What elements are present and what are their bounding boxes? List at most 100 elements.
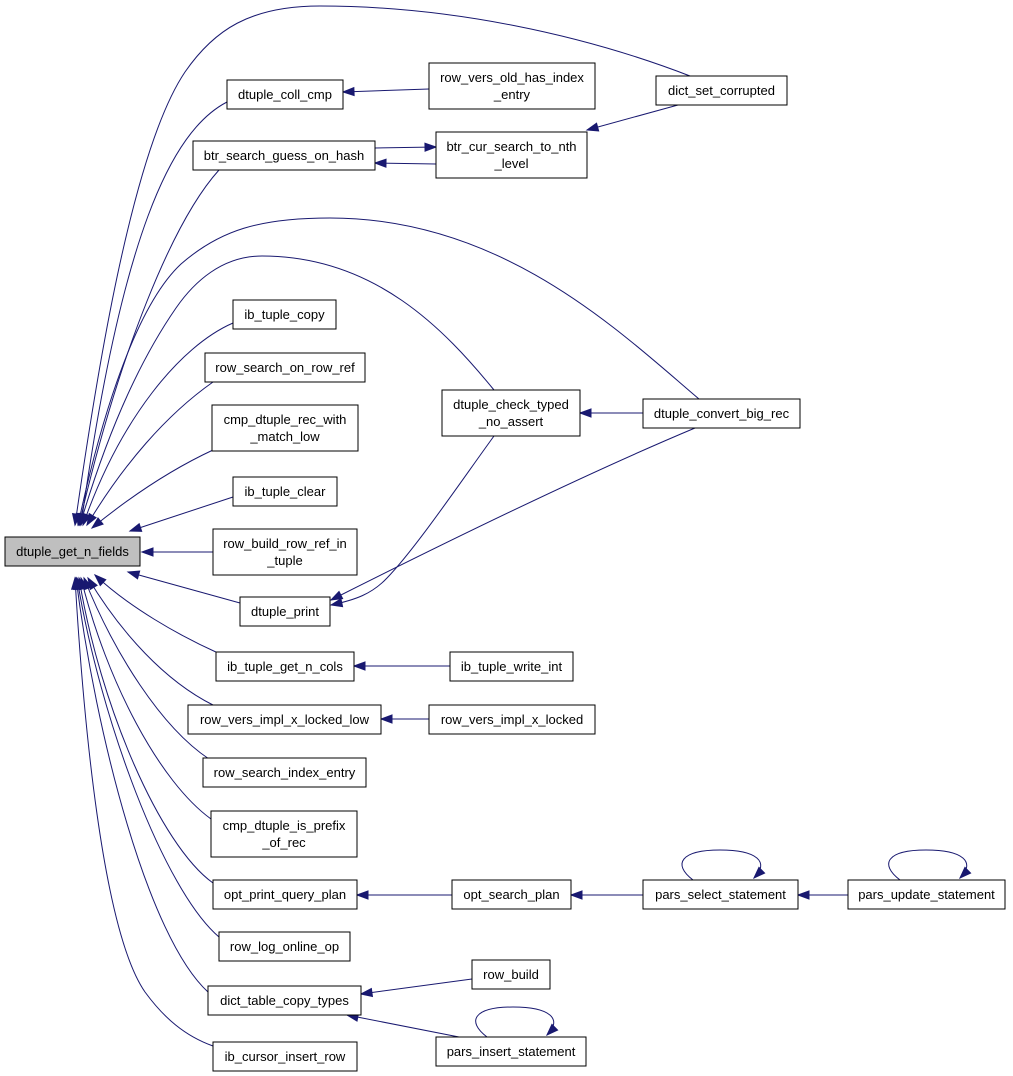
node-box[interactable] [210,810,358,858]
node-label: row_vers_impl_x_locked [441,712,583,727]
node-dtuple_convert_big_rec[interactable]: dtuple_convert_big_rec [642,398,801,429]
node-box[interactable] [449,651,574,682]
node-ib_cursor_insert_row[interactable]: ib_cursor_insert_row [212,1041,358,1072]
node-ib_tuple_get_n_cols[interactable]: ib_tuple_get_n_cols [215,651,355,682]
node-box[interactable] [451,879,572,910]
node-box[interactable] [428,704,596,735]
node-label: btr_search_guess_on_hash [204,148,364,163]
node-box[interactable] [212,1041,358,1072]
node-label: pars_update_statement [858,887,995,902]
arrow-head-icon [752,866,766,880]
edge-pars_update_statement-to-pars_select_statement [796,890,848,900]
node-row_build_row_ref_in_tuple[interactable]: row_build_row_ref_in_tuple [212,528,358,576]
node-box[interactable] [211,404,359,452]
node-dtuple_check_typed_no_assert[interactable]: dtuple_check_typed_no_assert [441,389,581,437]
node-row_vers_impl_x_locked_low[interactable]: row_vers_impl_x_locked_low [187,704,382,735]
node-dict_set_corrupted[interactable]: dict_set_corrupted [655,75,788,106]
edge-dtuple_check_typed_no_assert-to-dtuple_print [329,435,495,608]
node-row_vers_impl_x_locked[interactable]: row_vers_impl_x_locked [428,704,596,735]
node-box[interactable] [212,879,358,910]
node-pars_update_statement[interactable]: pars_update_statement [847,879,1006,910]
edge-dict_set_corrupted-to-btr_cur_search_to_nth_level [585,104,679,132]
node-box[interactable] [642,879,799,910]
node-box[interactable] [655,75,788,106]
node-label: _entry [493,87,531,102]
node-label: ib_tuple_get_n_cols [227,659,343,674]
node-box[interactable] [215,651,355,682]
node-box[interactable] [232,299,337,330]
node-box[interactable] [441,389,581,437]
edge-row_build-to-dict_table_copy_types [359,978,473,998]
node-box[interactable] [4,536,141,567]
arrow-head-icon [140,547,154,557]
node-box[interactable] [435,1036,587,1067]
node-box[interactable] [207,985,362,1016]
node-box[interactable] [192,140,376,171]
node-label: _tuple [266,553,302,568]
node-box[interactable] [428,62,596,110]
node-pars_insert_statement[interactable]: pars_insert_statement [435,1036,587,1067]
edge-pars_insert_statement-to-pars_insert_statement [475,1006,559,1038]
node-label: dtuple_coll_cmp [238,87,332,102]
node-cmp_dtuple_is_prefix_of_rec[interactable]: cmp_dtuple_is_prefix_of_rec [210,810,358,858]
node-row_log_online_op[interactable]: row_log_online_op [218,931,351,962]
edge-row_vers_impl_x_locked-to-row_vers_impl_x_locked_low [379,714,429,724]
edge-line [330,427,696,601]
edge-line [82,322,234,526]
node-label: _level [494,156,529,171]
node-box[interactable] [642,398,801,429]
node-label: _of_rec [261,835,306,850]
node-row_search_index_entry[interactable]: row_search_index_entry [202,757,367,788]
node-ib_tuple_copy[interactable]: ib_tuple_copy [232,299,337,330]
node-box[interactable] [187,704,382,735]
edge-line [94,574,219,654]
node-label: row_log_online_op [230,939,339,954]
node-row_vers_old_has_index_entry[interactable]: row_vers_old_has_index_entry [428,62,596,110]
node-dtuple_coll_cmp[interactable]: dtuple_coll_cmp [226,79,344,110]
node-row_build[interactable]: row_build [471,959,551,990]
edge-line [330,435,495,606]
node-label: pars_insert_statement [447,1044,576,1059]
edge-line [129,496,234,532]
node-box[interactable] [226,79,344,110]
node-btr_cur_search_to_nth_level[interactable]: btr_cur_search_to_nth_level [435,131,588,179]
node-box[interactable] [471,959,551,990]
node-box[interactable] [435,131,588,179]
node-dict_table_copy_types[interactable]: dict_table_copy_types [207,985,362,1016]
node-box[interactable] [204,352,366,383]
arrow-head-icon [93,573,107,587]
arrow-head-icon [796,890,810,900]
node-opt_print_query_plan[interactable]: opt_print_query_plan [212,879,358,910]
node-label: cmp_dtuple_rec_with [224,412,347,427]
node-row_search_on_row_ref[interactable]: row_search_on_row_ref [204,352,366,383]
node-box[interactable] [239,596,331,627]
node-cmp_dtuple_rec_with_match_low[interactable]: cmp_dtuple_rec_with_match_low [211,404,359,452]
edge-row_build_row_ref_in_tuple-to-dtuple_get_n_fields [140,547,213,557]
node-box[interactable] [218,931,351,962]
edge-line [74,5,691,526]
node-label: _no_assert [478,414,544,429]
edge-line [75,577,209,993]
edge-line [78,169,220,526]
node-box[interactable] [212,528,358,576]
edge-line [87,577,214,706]
node-box[interactable] [202,757,367,788]
node-pars_select_statement[interactable]: pars_select_statement [642,879,799,910]
node-btr_search_guess_on_hash[interactable]: btr_search_guess_on_hash [192,140,376,171]
edge-ib_tuple_clear-to-dtuple_get_n_fields [128,496,234,532]
node-opt_search_plan[interactable]: opt_search_plan [451,879,572,910]
edge-line [127,571,241,604]
node-box[interactable] [232,476,338,507]
node-dtuple_print[interactable]: dtuple_print [239,596,331,627]
node-label: opt_print_query_plan [224,887,346,902]
edge-pars_update_statement-to-pars_update_statement [888,849,972,881]
edge-btr_search_guess_on_hash-to-dtuple_get_n_fields [76,169,220,527]
node-ib_tuple_clear[interactable]: ib_tuple_clear [232,476,338,507]
node-label: dtuple_convert_big_rec [654,406,790,421]
node-box[interactable] [847,879,1006,910]
arrow-head-icon [373,158,387,168]
node-dtuple_get_n_fields[interactable]: dtuple_get_n_fields [4,536,141,567]
node-ib_tuple_write_int[interactable]: ib_tuple_write_int [449,651,574,682]
edge-cmp_dtuple_rec_with_match_low-to-dtuple_get_n_fields [90,449,214,529]
